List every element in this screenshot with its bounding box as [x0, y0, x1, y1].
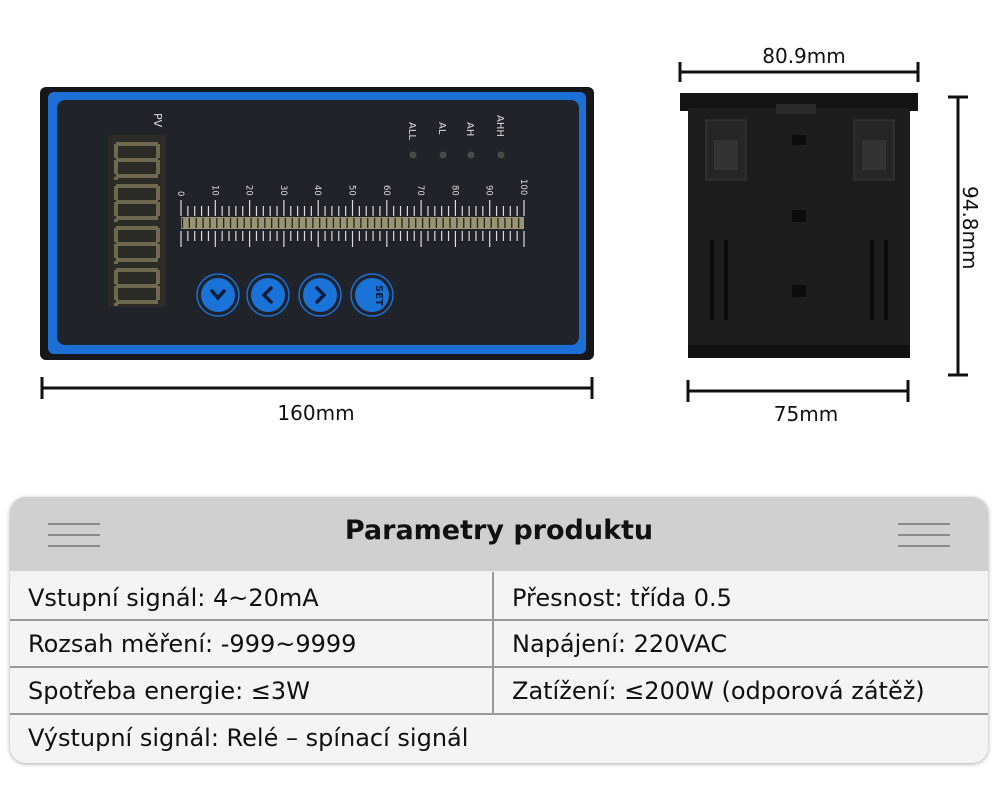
side-height-dimension-line — [948, 95, 968, 377]
alarm-led — [467, 151, 475, 159]
side-top-dimension-line — [678, 62, 920, 82]
alarm-led — [439, 151, 447, 159]
spec-table-header: Parametry produktu — [10, 497, 988, 571]
spec-cell: Výstupní signál: Relé – spínací signál — [28, 724, 469, 752]
scale-label: 90 — [484, 185, 494, 196]
spec-cell: Napájení: 220VAC — [512, 630, 728, 658]
display-digit — [114, 142, 160, 180]
row-divider — [10, 666, 988, 668]
seven-segment-display — [108, 135, 166, 307]
row-divider — [10, 713, 988, 715]
spec-cell: Zatížení: ≤200W (odporová zátěž) — [512, 677, 925, 705]
display-digit — [114, 226, 160, 264]
spec-table-title: Parametry produktu — [344, 515, 654, 546]
spec-cell: Spotřeba energie: ≤3W — [28, 677, 310, 705]
alarm-label: AHH — [494, 115, 505, 137]
scale-label: 50 — [347, 185, 357, 196]
alarm-led — [409, 151, 417, 159]
set-button[interactable]: SET — [350, 273, 394, 317]
left-button[interactable] — [246, 273, 290, 317]
column-divider — [492, 572, 494, 713]
scale-label: 80 — [449, 185, 459, 196]
side-view — [680, 93, 918, 358]
front-width-dimension-line — [40, 377, 594, 399]
chevron-left-icon — [261, 286, 273, 304]
side-bottom-dimension-line — [686, 380, 910, 402]
alarm-led — [497, 151, 505, 159]
front-panel: PV ALL AL AH AHH 0 10 20 30 40 50 60 70 80 90 100 SET — [40, 87, 594, 360]
pv-label: PV — [151, 113, 164, 128]
scale-label: 0 — [175, 191, 185, 196]
scale-label: 70 — [415, 185, 425, 196]
scale-label: 100 — [518, 179, 528, 195]
display-digit — [114, 268, 160, 306]
front-width-label: 160mm — [277, 401, 355, 425]
down-button[interactable] — [196, 273, 240, 317]
spec-table-body: Vstupní signál: 4~20mA Přesnost: třída 0… — [10, 572, 988, 763]
side-top-width-label: 80.9mm — [762, 44, 846, 68]
scale-label: 20 — [244, 185, 254, 196]
spec-cell: Vstupní signál: 4~20mA — [28, 584, 319, 612]
side-height-label: 94.8mm — [958, 186, 982, 270]
scale-label: 60 — [381, 185, 391, 196]
set-label: SET — [373, 285, 384, 306]
spec-cell: Přesnost: třída 0.5 — [512, 584, 732, 612]
right-button[interactable] — [298, 273, 342, 317]
scale-label: 30 — [278, 185, 288, 196]
alarm-label: AL — [436, 122, 447, 135]
chevron-down-icon — [210, 289, 226, 301]
display-digit — [114, 184, 160, 222]
alarm-label: AH — [464, 122, 475, 136]
spec-cell: Rozsah měření: -999~9999 — [28, 630, 357, 658]
alarm-label: ALL — [406, 122, 417, 140]
bargraph — [181, 217, 524, 229]
spec-table: Parametry produktu Vstupní signál: 4~20m… — [10, 497, 988, 763]
scale-label: 10 — [209, 185, 219, 196]
scale-label: 40 — [312, 185, 322, 196]
lines-decoration-icon — [48, 523, 100, 556]
side-bottom-width-label: 75mm — [773, 402, 839, 426]
row-divider — [10, 619, 988, 621]
chevron-right-icon — [315, 286, 327, 304]
lines-decoration-icon — [898, 523, 950, 556]
